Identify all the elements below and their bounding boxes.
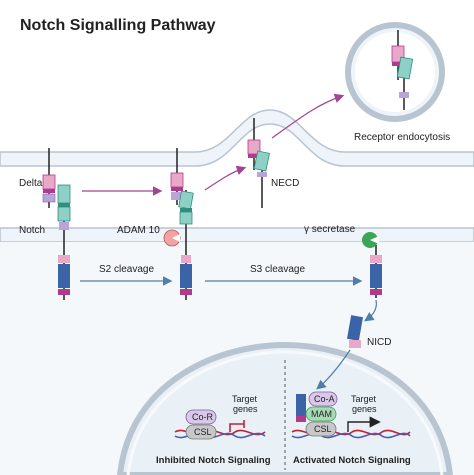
label-csl-left: CSL [194, 427, 212, 437]
target-genes-right-line1: Target [351, 394, 377, 404]
arrow-to-nucleus [316, 349, 351, 390]
label-gamma-secretase: γ secretase [304, 224, 356, 235]
label-s2-cleavage: S2 cleavage [99, 264, 154, 275]
notch-receptor-1 [57, 184, 71, 300]
endosome-contents [391, 30, 414, 110]
necd-complex [247, 118, 271, 208]
activated-complex [291, 391, 411, 439]
delta-ligand-2 [170, 148, 184, 205]
notch-receptor-2 [178, 190, 194, 300]
nicd-fragment [347, 315, 363, 348]
delta-ligand-1 [42, 148, 56, 208]
target-genes-left-line2: genes [233, 404, 258, 414]
endosome [345, 22, 445, 122]
page-title: Notch Signalling Pathway [20, 17, 216, 34]
inhibited-complex [174, 409, 266, 440]
label-receptor-endocytosis: Receptor endocytosis [354, 132, 450, 143]
label-nicd: NICD [367, 337, 391, 348]
adam10-enzyme [163, 229, 181, 247]
receiver-membrane [0, 227, 474, 243]
label-co-r: Co-R [192, 412, 214, 422]
label-co-a: Co-A [314, 394, 335, 404]
label-mam: MAM [311, 409, 332, 419]
label-s3-cleavage: S3 cleavage [250, 264, 305, 275]
target-genes-left-line1: Target [232, 394, 258, 404]
gamma-secretase-enzyme [362, 232, 379, 248]
label-target-genes-right: Target genes [351, 394, 379, 414]
label-adam10: ADAM 10 [117, 225, 160, 236]
arrow-to-endosome [271, 93, 345, 139]
label-csl-right: CSL [314, 424, 332, 434]
label-delta: Delta [19, 178, 43, 189]
label-activated: Activated Notch Signaling [293, 455, 411, 466]
arrow-to-nicd [364, 299, 377, 322]
label-notch: Notch [19, 225, 45, 236]
label-target-genes-left: Target genes [232, 394, 260, 414]
arrow-to-necd [204, 165, 247, 191]
notch-receptor-3 [370, 245, 382, 298]
label-necd: NECD [271, 178, 299, 189]
target-genes-right-line2: genes [352, 404, 377, 414]
sender-membrane [0, 109, 474, 167]
label-inhibited: Inhibited Notch Signaling [156, 455, 271, 466]
